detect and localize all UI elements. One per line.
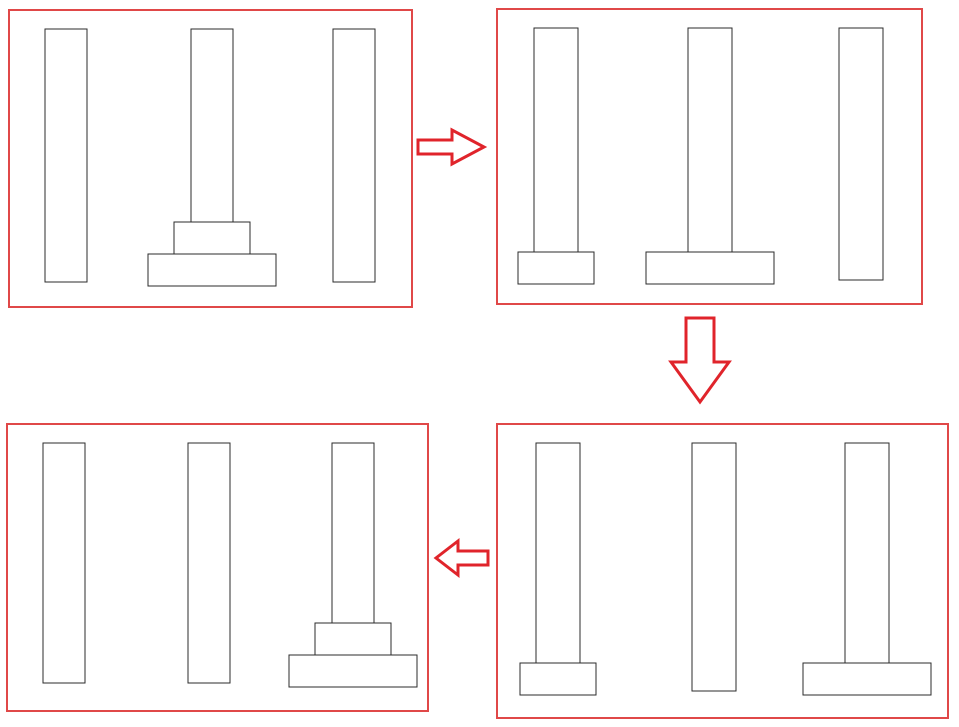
peg-1 [533,27,579,281]
disk-size-2 [288,654,418,688]
step-panel-4 [6,423,429,712]
peg-3 [844,442,890,692]
panel-frame [496,423,949,719]
step-panel-1 [8,9,413,308]
disk-size-1 [519,662,597,696]
arrow-right-icon [416,127,488,167]
peg-3 [332,28,376,283]
arrow-down-icon [668,316,732,405]
disk-size-2 [147,253,277,287]
disk-size-1 [173,221,251,255]
peg-1 [535,442,581,692]
arrow-left-icon [433,537,490,579]
disk-size-2 [645,251,775,285]
disk-size-1 [314,622,392,656]
panel-frame [8,9,413,308]
step-panel-2 [496,8,923,305]
peg-2 [687,27,733,281]
panel-frame [6,423,429,712]
panel-frame [496,8,923,305]
disk-size-2 [802,662,932,696]
peg-1 [44,28,88,283]
disk-size-1 [517,251,595,285]
peg-3 [838,27,884,281]
peg-2 [691,442,737,692]
peg-2 [187,442,231,684]
step-panel-3 [496,423,949,719]
peg-1 [42,442,86,684]
